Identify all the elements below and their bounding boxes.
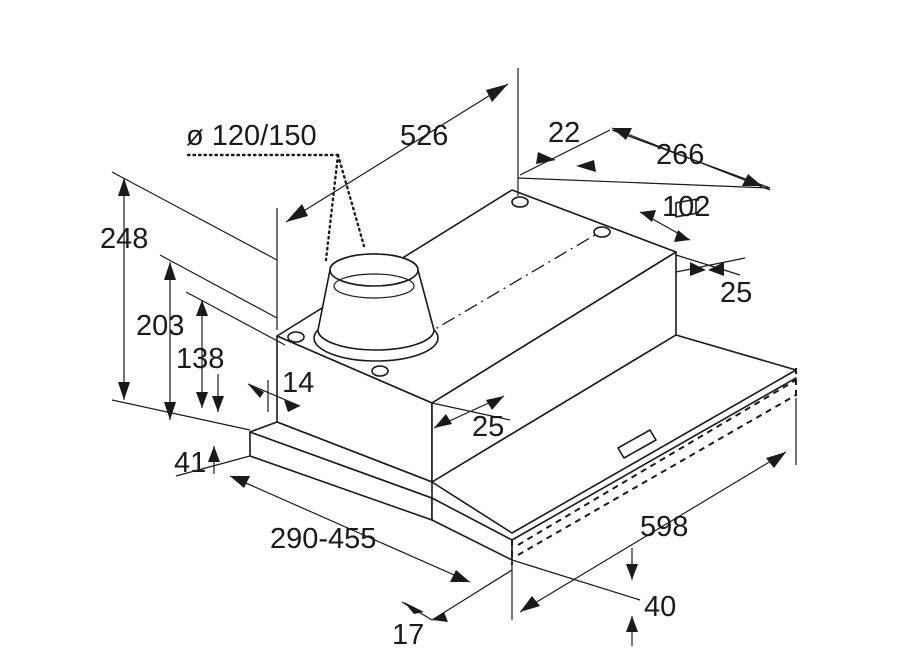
label-total-height: 248 [100, 223, 148, 255]
centre-line [419, 231, 601, 339]
label-mount-gap: 102 [662, 191, 710, 223]
label-rear-offset: 22 [548, 117, 580, 149]
label-duct: ø 120/150 [186, 120, 317, 152]
label-depth: 526 [400, 120, 448, 152]
handle-slot [617, 429, 657, 459]
label-rear-edge: 25 [720, 277, 752, 309]
label-body-height: 203 [136, 310, 184, 342]
label-visor-height: 41 [174, 447, 206, 479]
label-front-offset: 25 [472, 411, 504, 443]
label-outlet-height: 138 [176, 343, 224, 375]
label-extension-range: 290-455 [270, 523, 376, 555]
label-mount-width: 266 [656, 139, 704, 171]
label-width: 598 [640, 511, 688, 543]
dimension-lines [118, 83, 787, 646]
mounting-holes [287, 196, 611, 377]
label-visor-thickness: 40 [644, 591, 676, 623]
label-visor-lip: 17 [392, 619, 424, 651]
label-front-step: 14 [282, 367, 314, 399]
duct-leader [186, 153, 366, 262]
dimension-labels: ø 120/150 526 22 266 102 25 248 203 138 … [100, 117, 752, 651]
duct-collar [313, 253, 439, 362]
